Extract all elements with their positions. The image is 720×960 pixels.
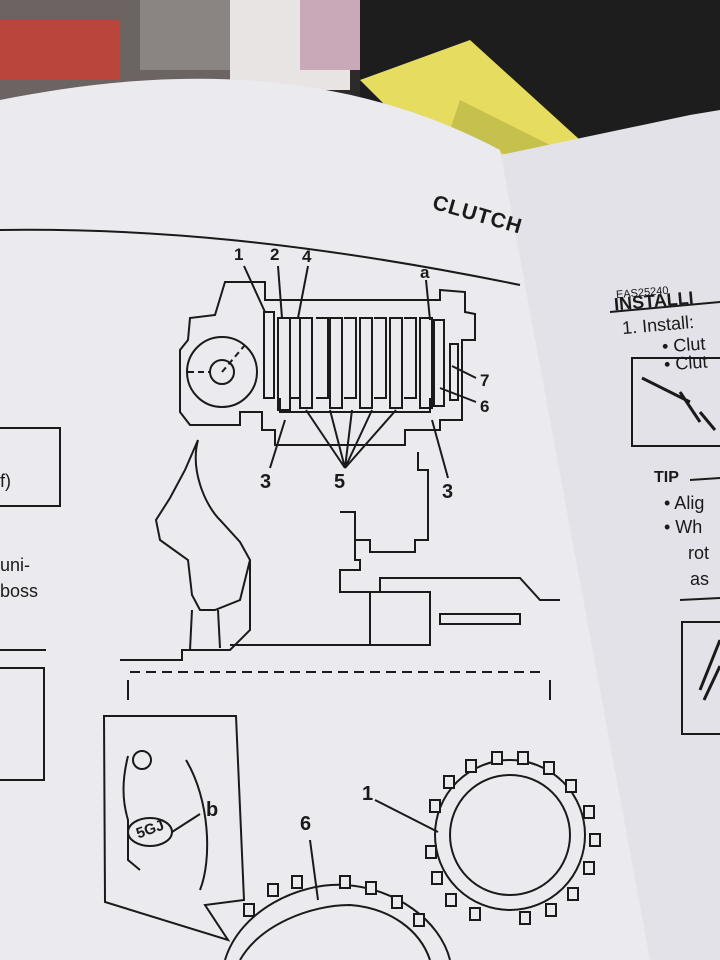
clutch-cross-section [120,265,560,700]
bullet-2: • Clut [663,351,708,375]
plate-teeth [243,751,601,927]
left-text-3: boss [0,581,39,601]
left-text-1: f) [0,471,11,491]
callout-3-right: 3 [442,481,454,503]
callout-6-bottom: 6 [300,813,312,835]
callout-5: 5 [334,471,346,493]
callout-3-left: 3 [260,471,272,493]
left-text-2: uni- [0,555,31,575]
callout-6-top: 6 [480,397,490,416]
left-page [0,78,650,960]
callout-7: 7 [480,371,490,390]
tip-line-4: as [690,569,710,589]
tip-line-3: rot [688,543,710,563]
callout-2: 2 [270,245,280,264]
tip-bullet-1: • Alig [664,493,705,513]
tip-bullet-2: • Wh [664,517,703,537]
callout-1-top: 1 [234,245,244,264]
callout-4: 4 [302,247,312,266]
clutch-plates [263,311,459,411]
tip-label: TIP [654,469,679,486]
callout-b: b [206,799,219,821]
right-page [500,110,720,960]
callout-a: a [420,263,430,282]
callout-1-bottom: 1 [362,783,374,805]
